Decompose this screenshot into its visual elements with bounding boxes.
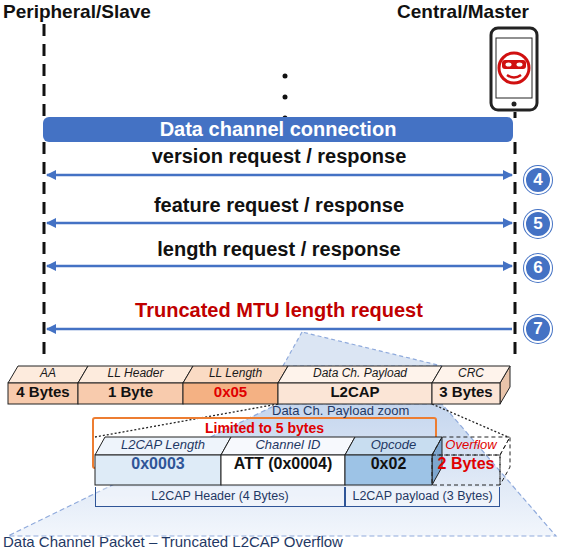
callout-number: 6	[526, 256, 550, 280]
packet-field-box: Channel IDATT (0x0004)	[221, 437, 355, 485]
field-front-face	[345, 455, 432, 485]
field-top-face	[278, 366, 442, 383]
ellipsis-dot	[283, 95, 288, 100]
box-text: L2CAP payload (3 Bytes)	[346, 487, 499, 505]
field-front-face	[78, 383, 183, 404]
message-arrow	[47, 328, 512, 331]
field-value: 3 Bytes	[432, 383, 500, 404]
zoom-region	[8, 404, 556, 536]
field-front-face	[432, 383, 500, 404]
lifeline	[514, 142, 517, 362]
message-label: version request / response	[44, 145, 514, 168]
message-label: feature request / response	[44, 194, 514, 217]
box-text: Limited to 5 bytes	[94, 420, 435, 436]
phone-icon	[491, 28, 537, 110]
packet-field-box: Overflow2 Bytes	[432, 437, 510, 485]
message-label: Truncated MTU length request	[44, 299, 514, 322]
field-value: ATT (0x0004)	[221, 455, 345, 485]
field-front-face	[432, 455, 500, 485]
zoom-label: Data Ch. Payload zoom	[272, 403, 409, 418]
step-circle: 6	[524, 254, 552, 282]
field-front-face	[183, 383, 278, 404]
field-top-face	[432, 437, 510, 455]
packet-field-box: CRC3 Bytes	[432, 366, 510, 404]
box-text: L2CAP Header (4 Bytes)	[96, 487, 344, 505]
field-value: 0x05	[183, 383, 278, 404]
packet-field-box: AA4 Bytes	[8, 366, 88, 404]
header-bracket: L2CAP payload (3 Bytes)	[345, 487, 500, 507]
packet-field-box: L2CAP Length0x0003	[95, 437, 231, 485]
step-circle: 4	[524, 166, 552, 194]
field-value: 1 Byte	[78, 383, 183, 404]
step-circle: 5	[524, 210, 552, 238]
field-side-face	[500, 437, 510, 485]
packet-field-box: LL Length0x05	[183, 366, 288, 404]
packet-field-box: Opcode0x02	[345, 437, 442, 485]
field-top-face	[8, 366, 88, 383]
field-top-face	[95, 437, 231, 455]
field-name: L2CAP Length	[95, 437, 231, 455]
field-top-face	[78, 366, 193, 383]
field-name: LL Length	[183, 366, 288, 383]
field-top-face	[183, 366, 288, 383]
field-value: 2 Bytes	[432, 455, 500, 485]
zoom-wedge	[283, 332, 442, 366]
callout-number: 4	[526, 168, 550, 192]
step-circle: 7	[524, 315, 552, 343]
callout-number: 5	[526, 212, 550, 236]
phone-button	[512, 102, 517, 107]
role-label: Central/Master	[397, 1, 529, 23]
ellipsis-dot	[283, 74, 288, 79]
attacker-eye	[517, 63, 523, 67]
field-front-face	[278, 383, 432, 404]
field-name: CRC	[432, 366, 510, 383]
field-front-face	[221, 455, 345, 485]
field-name: Opcode	[345, 437, 442, 455]
message-arrow	[47, 222, 512, 225]
field-value: 4 Bytes	[8, 383, 78, 404]
zoom-leader	[432, 404, 508, 437]
header-bracket: L2CAP Header (4 Bytes)	[95, 487, 345, 507]
message-label: length request / response	[44, 238, 514, 261]
field-value: 0x02	[345, 455, 432, 485]
field-top-face	[345, 437, 442, 455]
attacker-mouth	[507, 75, 521, 78]
field-name: Data Ch. Payload	[278, 366, 442, 383]
packet-field-box: Data Ch. PayloadL2CAP	[278, 366, 442, 404]
field-top-face	[432, 366, 510, 383]
message-arrow	[47, 174, 512, 177]
field-name: Channel ID	[221, 437, 355, 455]
role-label: Peripheral/Slave	[3, 1, 151, 23]
field-front-face	[95, 455, 221, 485]
attacker-mask	[502, 60, 526, 69]
field-name: Overflow	[432, 437, 510, 455]
callout-number: 7	[526, 317, 550, 341]
field-name: LL Header	[78, 366, 193, 383]
figure-caption: Data Channel Packet – Truncated L2CAP Ov…	[3, 533, 343, 550]
field-value: L2CAP	[278, 383, 432, 404]
phone-screen	[496, 38, 532, 98]
attacker-eye	[506, 63, 512, 67]
message-arrow	[47, 265, 512, 268]
attacker-face	[499, 53, 529, 83]
packet-field-box: LL Header1 Byte	[78, 366, 193, 404]
connection-band: Data channel connection	[43, 117, 513, 142]
field-value: 0x0003	[95, 455, 221, 485]
field-top-face	[221, 437, 355, 455]
lifeline	[43, 142, 46, 362]
field-name: AA	[8, 366, 88, 383]
field-front-face	[8, 383, 78, 404]
lifeline	[514, 112, 517, 118]
lifeline	[43, 24, 46, 118]
box-text: Data channel connection	[43, 117, 513, 142]
